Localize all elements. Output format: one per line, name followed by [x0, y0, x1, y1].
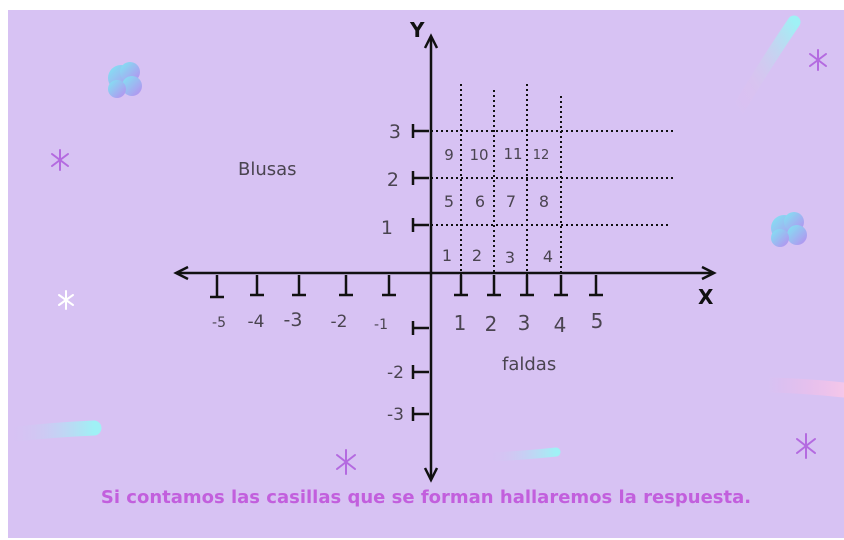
x-tick-label: 3 [518, 311, 531, 335]
brush-stroke-icon [760, 377, 844, 398]
brush-stroke-icon [731, 15, 801, 117]
cartesian-diagram: Y X 1 2 3 4 5 -5 -4 -3 -2 -1 3 2 1 -2 -3 [8, 15, 844, 483]
x-axis-ticks [210, 275, 603, 299]
x-axis [173, 265, 717, 281]
blob-icon [771, 212, 807, 247]
grid-cell-number: 2 [472, 246, 482, 265]
y-tick-label: 3 [389, 121, 401, 143]
sparkle-icon [58, 290, 74, 310]
brush-stroke-icon [8, 420, 102, 443]
quadrant-label-faldas: faldas [502, 354, 556, 375]
grid-cell-number: 8 [539, 192, 549, 211]
quadrant-label-blusas: Blusas [238, 159, 297, 180]
grid-cell-number: 1 [442, 246, 452, 265]
grid-cell-number: 9 [444, 146, 454, 164]
x-tick-label: 1 [454, 311, 467, 335]
x-tick-label: -5 [212, 315, 226, 331]
dotted-grid [431, 84, 676, 276]
y-tick-label: -3 [387, 405, 404, 425]
grid-cell-number: 12 [533, 148, 550, 163]
brush-stroke-icon [483, 447, 561, 462]
x-tick-label: -4 [248, 312, 265, 332]
y-tick-label: -2 [387, 363, 404, 383]
y-tick-label: 2 [387, 169, 399, 191]
grid-cell-number: 5 [444, 192, 454, 211]
grid-cell-number: 11 [503, 145, 522, 163]
sparkle-icon [796, 433, 816, 459]
y-axis-label: Y [409, 18, 425, 42]
x-axis-label: X [698, 285, 714, 309]
y-axis-ticks [411, 124, 429, 421]
grid-cell-number: 7 [506, 192, 516, 211]
caption-text: Si contamos las casillas que se forman h… [100, 487, 752, 508]
x-tick-label: -2 [331, 312, 348, 332]
sparkle-icon [336, 449, 356, 475]
sparkle-icon [809, 49, 827, 71]
x-tick-label: -1 [374, 317, 388, 333]
grid-cell-number: 3 [505, 248, 515, 267]
grid-cell-number: 10 [469, 146, 488, 164]
sparkle-icon [51, 149, 69, 171]
x-tick-label: 5 [591, 309, 604, 333]
slide-canvas: Y X 1 2 3 4 5 -5 -4 -3 -2 -1 3 2 1 -2 -3 [8, 10, 844, 538]
x-tick-label: -3 [284, 309, 303, 331]
x-tick-label: 4 [554, 313, 567, 337]
grid-cell-number: 4 [543, 247, 553, 266]
y-tick-label: 1 [381, 217, 393, 239]
blob-icon [108, 62, 142, 98]
y-axis [423, 33, 439, 483]
x-tick-label: 2 [485, 312, 498, 336]
grid-cell-number: 6 [475, 192, 485, 211]
